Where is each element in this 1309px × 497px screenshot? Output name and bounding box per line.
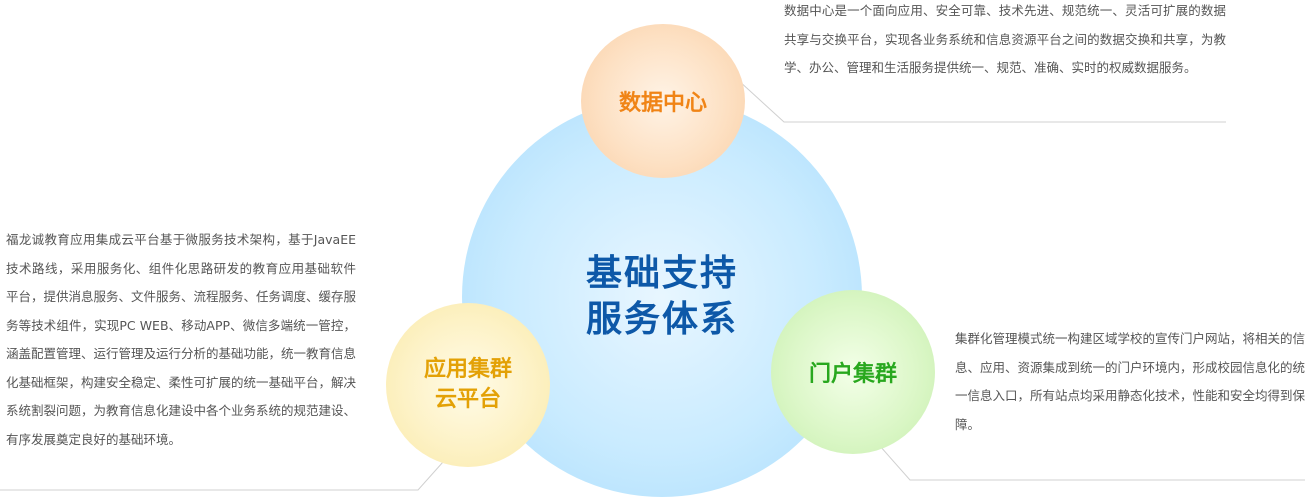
center-title-line2: 服务体系	[585, 299, 738, 340]
portal-cluster-connector	[879, 445, 1305, 481]
portal-cluster-title: 门户集群	[808, 362, 897, 387]
app-cluster-circle: 应用集群 云平台	[386, 303, 550, 467]
portal-cluster-description: 集群化管理模式统一构建区域学校的宣传门户网站，将相关的信息、应用、资源集成到统一…	[955, 331, 1306, 432]
app-cluster-description: 福龙诚教育应用集成云平台基于微服务技术架构，基于JavaEE技术路线，采用服务化…	[6, 232, 357, 447]
app-cluster-connector	[0, 461, 444, 491]
data-center-description: 数据中心是一个面向应用、安全可靠、技术先进、规范统一、灵活可扩展的数据共享与交换…	[784, 3, 1226, 75]
data-center-circle: 数据中心	[581, 24, 745, 178]
app-cluster-title-line2: 云平台	[434, 387, 501, 412]
center-title-line1: 基础支持	[585, 253, 738, 294]
portal-cluster-circle: 门户集群	[771, 290, 935, 454]
data-center-connector	[737, 79, 1226, 123]
data-center-title: 数据中心	[618, 91, 707, 116]
app-cluster-title-line1: 应用集群	[423, 357, 512, 382]
